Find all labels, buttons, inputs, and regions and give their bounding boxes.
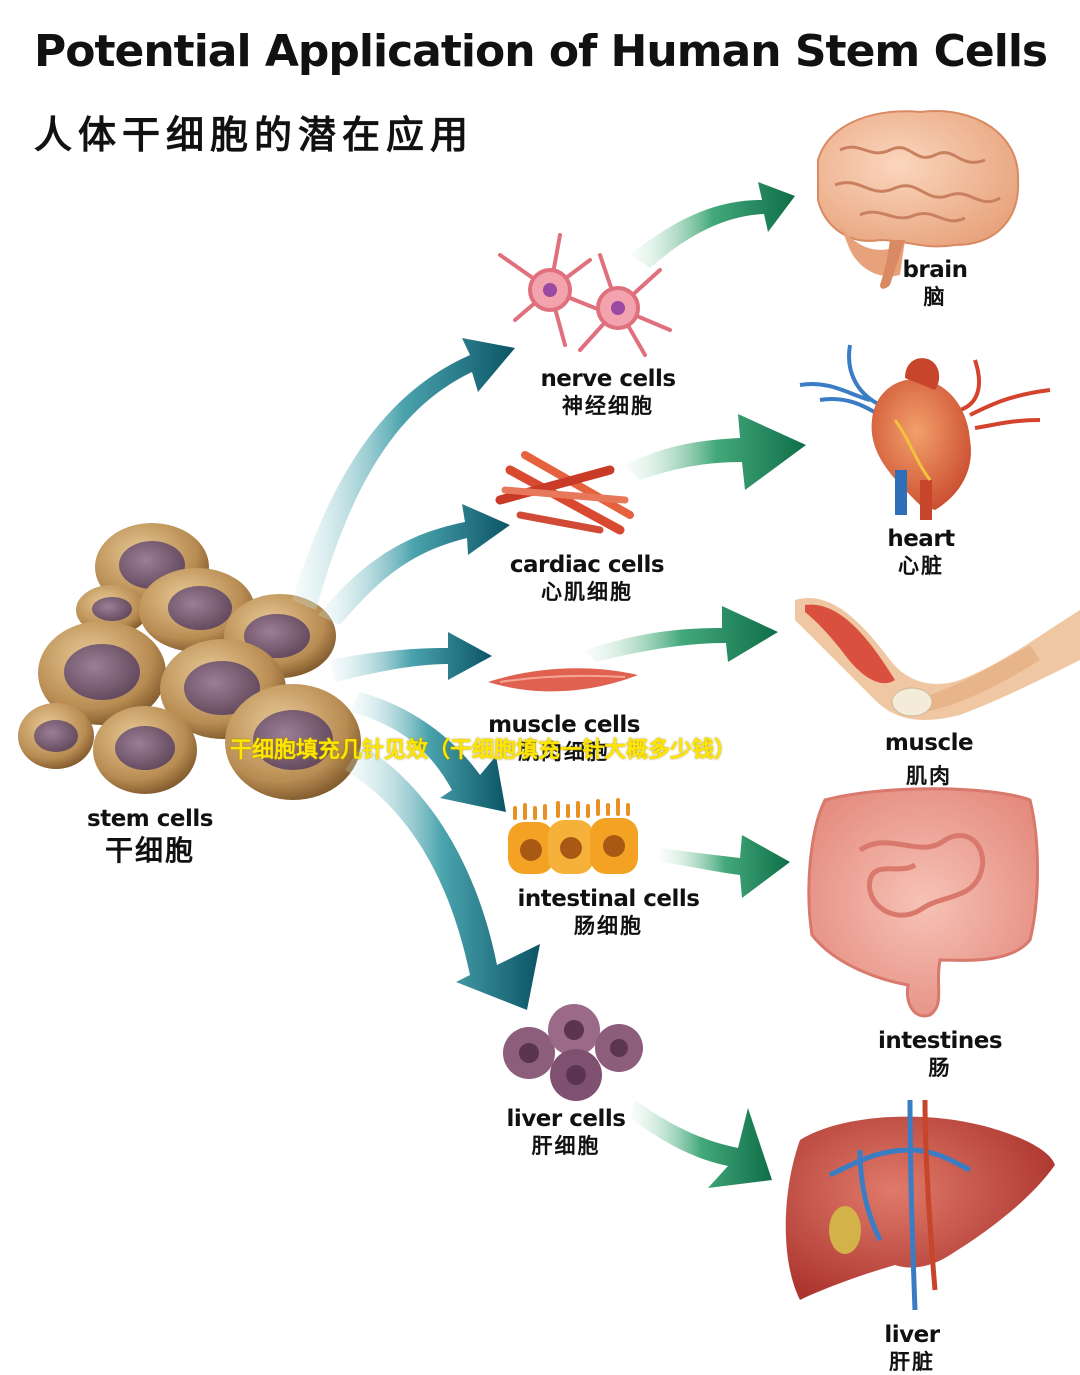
arrow-to-heart: [625, 414, 806, 490]
intestinal-cells-label: intestinal cells 肠细胞: [506, 886, 711, 939]
brain-illustration: [817, 110, 1020, 289]
cardiac-cells-illustration: [495, 451, 634, 535]
liver-cells-label-zh: 肝细胞: [531, 1133, 601, 1158]
arrow-to-intestinal-cells: [350, 692, 506, 812]
liver-cells-illustration: [503, 1004, 643, 1101]
muscle-label: muscle 肌肉: [869, 730, 989, 789]
arrow-to-cardiac-cells: [318, 504, 510, 625]
arrow-to-liver: [630, 1100, 772, 1188]
muscle-cell-illustration: [488, 668, 638, 692]
brain-label: brain 脑: [880, 257, 990, 310]
muscle-cells-label-en: muscle cells: [488, 712, 640, 738]
arrow-to-muscle-cells: [330, 632, 492, 682]
arrow-to-muscle: [585, 606, 778, 662]
stem-cells-label: stem cells 干细胞: [70, 806, 230, 867]
liver-cells-label-en: liver cells: [506, 1106, 626, 1132]
heart-label-zh: 心脏: [898, 553, 944, 578]
heart-illustration: [799, 344, 1051, 520]
arrow-to-nerve-cells: [292, 338, 515, 610]
cardiac-cells-label-en: cardiac cells: [509, 552, 665, 578]
liver-illustration: [785, 1099, 1055, 1311]
arrow-to-brain: [630, 182, 795, 268]
heart-label: heart 心脏: [866, 526, 976, 579]
title-chinese: 人体干细胞的潜在应用: [34, 113, 475, 157]
cardiac-cells-label-zh: 心肌细胞: [541, 579, 633, 604]
nerve-cells-label-en: nerve cells: [540, 366, 676, 392]
stem-cells-illustration: [18, 523, 361, 800]
brain-label-en: brain: [902, 257, 968, 283]
heart-label-en: heart: [887, 526, 955, 552]
arrow-to-intestines: [660, 835, 790, 898]
arrow-to-liver-cells: [345, 745, 540, 1010]
liver-label-en: liver: [884, 1322, 940, 1348]
liver-label: liver 肝脏: [862, 1322, 962, 1375]
muscle-label-zh: 肌肉: [906, 763, 952, 788]
intestines-label-zh: 肠: [928, 1055, 952, 1080]
nerve-cells-label-zh: 神经细胞: [562, 393, 654, 418]
intestines-label: intestines 肠: [870, 1028, 1010, 1081]
nerve-cells-illustration: [498, 233, 672, 357]
liver-cells-label: liver cells 肝细胞: [486, 1106, 646, 1159]
title-english: Potential Application of Human Stem Cell…: [34, 26, 1048, 77]
muscle-cells-label-zh: 肌肉细胞: [518, 739, 610, 764]
intestines-label-en: intestines: [877, 1028, 1003, 1054]
cells-to-organs-arrows: [585, 182, 806, 1188]
stem-cells-label-zh: 干细胞: [104, 833, 195, 867]
liver-label-zh: 肝脏: [889, 1349, 935, 1374]
muscle-label-en: muscle: [884, 730, 974, 756]
intestinal-cells-label-en: intestinal cells: [517, 886, 700, 912]
overlay-caption: 干细胞填充几针见效（干细胞填充一针大概多少钱）: [230, 738, 737, 763]
stem-to-cells-arrows: [292, 338, 540, 1010]
brain-label-zh: 脑: [923, 284, 947, 309]
cardiac-cells-label: cardiac cells 心肌细胞: [497, 552, 677, 605]
intestinal-cells-illustration: [508, 798, 638, 874]
stem-cells-label-en: stem cells: [87, 806, 213, 832]
intestinal-cells-label-zh: 肠细胞: [574, 913, 643, 938]
muscle-arm-illustration: [795, 598, 1080, 720]
intestines-illustration: [807, 787, 1039, 1018]
nerve-cells-label: nerve cells 神经细胞: [518, 366, 698, 419]
muscle-cells-label: muscle cells 肌肉细胞: [474, 712, 654, 765]
